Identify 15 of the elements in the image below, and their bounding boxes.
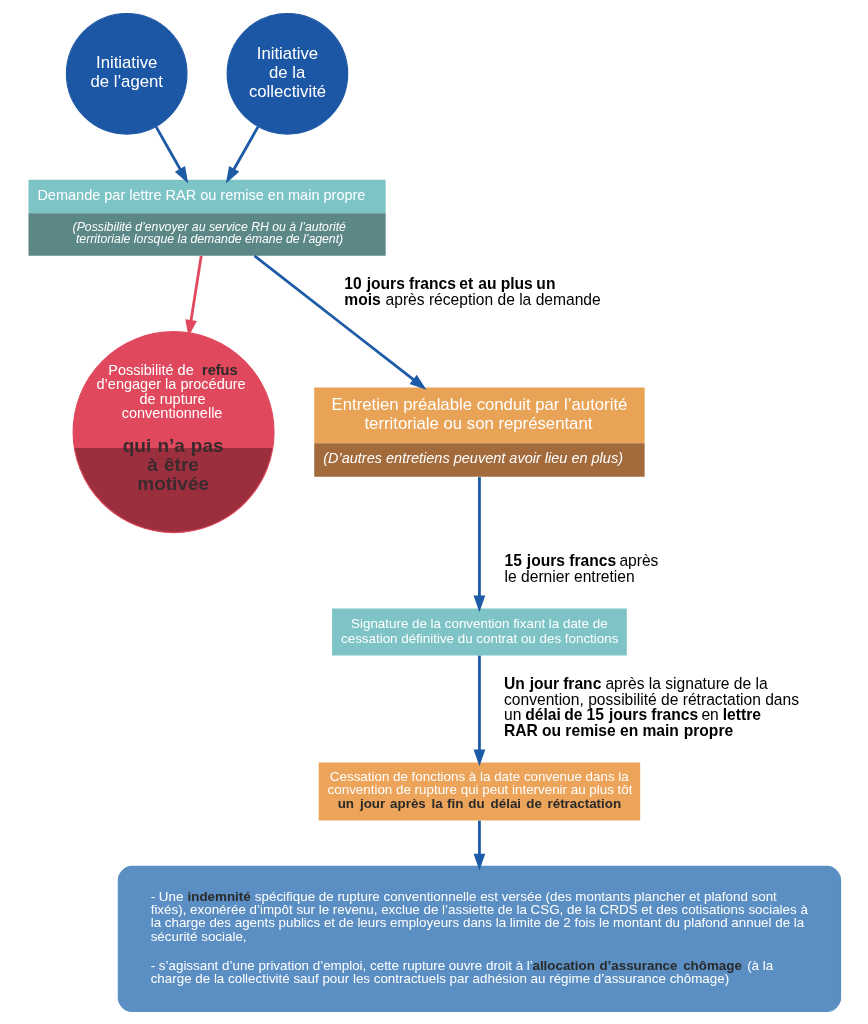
edge-label: Un jour franc après la signature de la convention, possibilité de rétractation dans un délai de 15 jours francs en lettre RAR ou remise en main propre xyxy=(503,674,799,739)
arrow xyxy=(225,125,259,183)
node-circle: Initiative de l’agent xyxy=(65,12,188,135)
arrow xyxy=(473,820,485,870)
node-circle: Possibilité de refus d’engager la procédure de rupture conventionnelle qui n’a pas à être motivée xyxy=(72,330,275,533)
arrow xyxy=(473,655,485,766)
node-box: Cessation de fonctions à la date convenue dans la convention de rupture qui peut intervenir au plus tôt un jour après la fin du délai de rétractation xyxy=(318,762,640,821)
node-box: - Une indemnité spécifique de rupture conventionnelle est versée (des montants plancher et plafond sont fixés), exonérée d’impôt sur le revenu, exclue de l’assiette de la CSG, de la CRDS et des cotisations sociales à la charge des agents publics et de leurs employeurs dans la limite de 2 fois le montant du plafond annuel de la sécurité sociale, - s’agissant d’une privation d’emploi, cette rupture ouvre droit à l’allocation d’assurance chômage (à la charge de la collectivité sauf pour les contractuels par adhésion au régime d’assurance chômage) xyxy=(117,865,841,1012)
edge-label: 15 jours francs après le dernier entretien xyxy=(504,551,658,585)
arrow xyxy=(253,254,426,390)
arrow xyxy=(473,476,485,612)
node-box: Signature de la convention fixant la date de cessation définitive du contrat ou des fonctions xyxy=(331,608,627,655)
node-circle: Initiative de la collectivité xyxy=(226,12,348,135)
edge-label: 10 jours francs et au plus un mois après réception de la demande xyxy=(343,274,601,308)
arrow xyxy=(154,125,188,183)
